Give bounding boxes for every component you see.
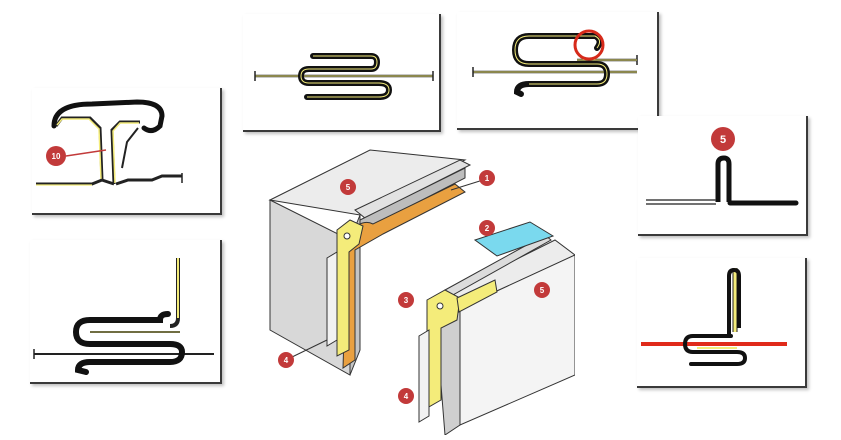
- panel-seam-highlight: [457, 12, 659, 130]
- highlight-ring: [573, 29, 605, 61]
- svg-text:5: 5: [720, 134, 726, 146]
- callout-10-badge: 10: [46, 146, 66, 166]
- angle-seam-drawing: [33, 258, 214, 375]
- svg-text:1: 1: [485, 174, 490, 183]
- callout-5-right-box: 5: [534, 282, 550, 298]
- seam-highlight-drawing: [472, 29, 638, 97]
- red-sheet-seam-drawing: [641, 267, 787, 366]
- corner-assembly-drawing: 5 1 2 5 3 4: [268, 149, 575, 435]
- svg-text:4: 4: [404, 392, 409, 401]
- callout-3: 3: [398, 292, 414, 308]
- left-corner-box: [268, 149, 472, 376]
- profile-cross-section-drawing: 10: [36, 99, 183, 186]
- svg-text:5: 5: [346, 183, 351, 192]
- standing-seam-drawing: 5: [646, 127, 799, 206]
- svg-text:2: 2: [485, 224, 490, 233]
- callout-5-badge: 5: [711, 127, 735, 151]
- svg-text:5: 5: [540, 286, 545, 295]
- panel-standing-seam: 5: [638, 116, 808, 236]
- svg-text:4: 4: [284, 356, 289, 365]
- callout-4-left: 4: [278, 339, 328, 368]
- double-seam-drawing: [254, 53, 434, 100]
- right-corner-box: [418, 221, 575, 435]
- panel-angle-seam: [30, 240, 222, 384]
- callout-5-left-box: 5: [340, 179, 356, 195]
- panel-profile-cross-section: 10: [32, 88, 222, 215]
- panel-double-seam: [243, 14, 441, 132]
- svg-text:3: 3: [404, 296, 409, 305]
- callout-1: 1: [450, 170, 495, 191]
- svg-text:10: 10: [52, 152, 61, 161]
- corner-assembly-illustration: 5 1 2 5 3 4: [255, 140, 575, 435]
- callout-4-right: 4: [398, 388, 414, 404]
- panel-red-sheet-seam: [637, 258, 807, 388]
- callout-2: 2: [479, 220, 495, 236]
